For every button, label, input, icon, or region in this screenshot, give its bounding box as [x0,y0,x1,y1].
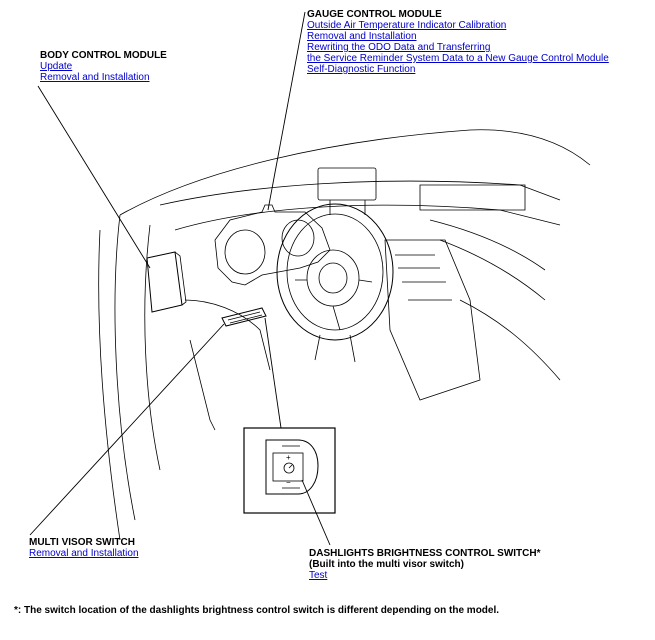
detail-switch-lines [282,445,300,489]
display-stand [329,200,366,215]
dashlights-needle-icon [288,464,293,469]
multi-visor-switch-shape [221,307,267,327]
gauge-link-rewriting-odo[interactable]: Rewriting the ODO Data and Transferring [307,42,491,53]
console-side [459,299,561,381]
leader-gauge [267,11,306,211]
body-control-module-title: BODY CONTROL MODULE [40,50,167,61]
right-dash-lines [429,219,546,301]
gauge-control-module-block: GAUGE CONTROL MODULE Outside Air Tempera… [307,9,609,75]
gauge-control-module-title: GAUGE CONTROL MODULE [307,9,442,20]
dashboard-top [159,180,561,206]
a-pillar [114,214,136,521]
body-control-module-side [174,251,187,306]
detail-plus-symbol: + [286,453,291,462]
dashlights-switch-block: DASHLIGHTS BRIGHTNESS CONTROL SWITCH* (B… [309,548,540,581]
center-console [384,239,481,401]
steering-wheel-inner [286,213,384,331]
gauge-link-service-reminder[interactable]: the Service Reminder System Data to a Ne… [307,53,609,64]
multi-visor-switch-title: MULTI VISOR SWITCH [29,537,135,548]
body-control-link-update[interactable]: Update [40,61,73,72]
knee-panel [189,339,216,431]
detail-switch-outline [265,439,319,495]
detail-minus-symbol: − [286,478,291,487]
console-controls [395,254,452,301]
dashlights-link-test[interactable]: Test [309,570,328,581]
steering-hub-center [318,262,348,294]
door-edge [98,229,121,541]
gauge-link-calibration[interactable]: Outside Air Temperature Indicator Calibr… [307,20,507,31]
lower-dash [184,299,271,371]
body-control-module-block: BODY CONTROL MODULE Update Removal and I… [40,50,167,83]
body-control-link-removal[interactable]: Removal and Installation [40,72,150,83]
gauge-link-removal[interactable]: Removal and Installation [307,31,417,42]
center-display [317,167,377,201]
gauge-cluster [214,204,331,286]
body-control-module [146,251,183,313]
dashboard-edge [174,204,561,231]
steering-column [314,334,356,363]
gauge-left-dial [224,229,266,275]
detail-switch-recess [272,452,304,482]
steering-wheel-outer [276,203,394,341]
detail-box [243,427,336,514]
leader-body-control [37,85,151,269]
steering-hub [306,249,360,307]
gauge-right-dial [281,219,315,257]
leader-detail [264,317,282,429]
windshield-frame [119,129,591,216]
leader-multi-visor [29,323,225,536]
right-vents [419,184,526,211]
footnote: *: The switch location of the dashlights… [14,605,500,616]
multi-visor-switch-ribs [227,311,263,324]
steering-spokes [295,279,373,331]
gauge-link-self-diagnostic[interactable]: Self-Diagnostic Function [307,64,416,75]
dashlights-switch-title: DASHLIGHTS BRIGHTNESS CONTROL SWITCH* [309,548,541,559]
multi-visor-switch-block: MULTI VISOR SWITCH Removal and Installat… [29,537,139,559]
a-pillar-inner [144,224,161,471]
multi-visor-link-removal[interactable]: Removal and Installation [29,548,139,559]
dashlights-switch-subtitle: (Built into the multi visor switch) [309,559,464,570]
dashlights-brightness-icon [283,462,295,474]
